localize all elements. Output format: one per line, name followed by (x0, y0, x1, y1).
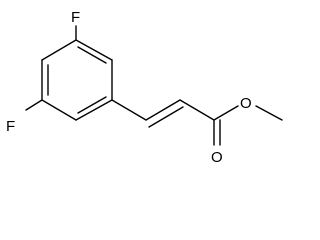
ring-bond-6 (41, 39, 77, 61)
ring-double-bond-1 (77, 46, 107, 64)
atom-oxygen-carbonyl: O (211, 149, 223, 166)
atom-fluorine-left: F (6, 118, 15, 135)
ring-bond-1 (75, 39, 113, 61)
atom-oxygen-ester: O (240, 95, 252, 112)
bond-vinyl-double-inner (148, 106, 184, 128)
bond-ring-vinyl (111, 99, 147, 121)
bond-c-f-left (25, 99, 43, 111)
bond-ester-o-methyl (255, 105, 283, 121)
ring-bond-3 (75, 99, 113, 121)
structure-canvas: F F O O (6, 9, 283, 166)
ring-bond-4 (41, 99, 77, 121)
bond-vinyl-carbonyl (179, 99, 215, 121)
atom-fluorine-top: F (71, 9, 80, 26)
molecule-diagram: F F O O (6, 9, 283, 166)
bond-carbonyl-ester-o (213, 105, 239, 121)
bond-vinyl-double (145, 99, 181, 121)
benzene-ring (41, 39, 113, 121)
ring-double-bond-2 (77, 96, 107, 114)
